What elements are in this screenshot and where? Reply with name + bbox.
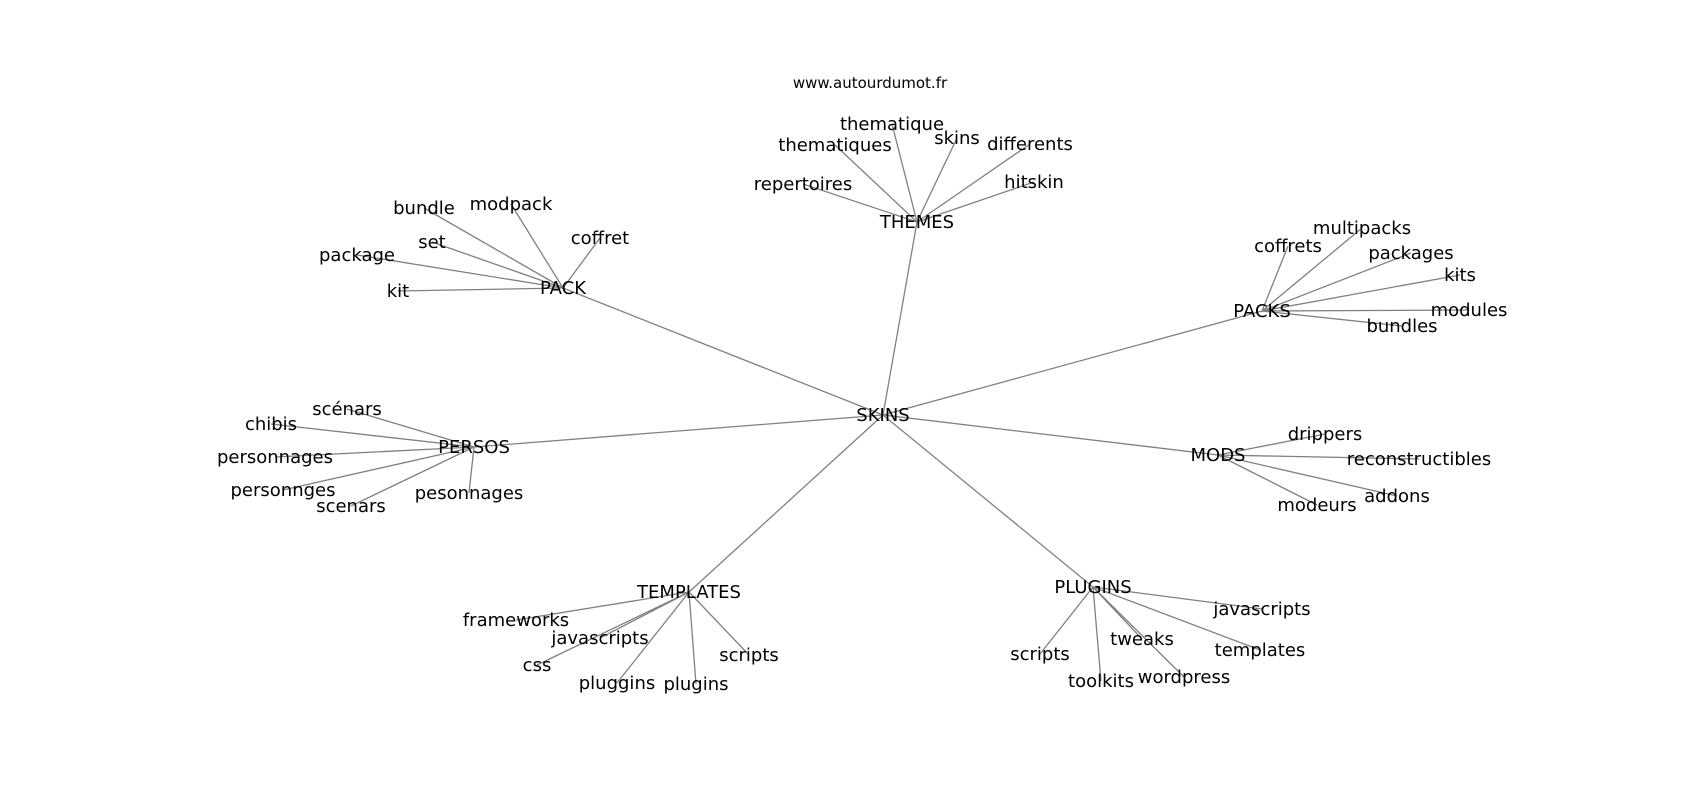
edge-templates-leaf (536, 591, 690, 666)
leaf-node: pesonnages (415, 483, 524, 504)
edge-persos-leaf (468, 446, 475, 494)
edge-plugins-leaf (1092, 586, 1185, 678)
edge-persos-leaf (282, 446, 475, 491)
leaf-node: modules (1431, 300, 1508, 321)
leaf-node: css (523, 655, 552, 676)
edge-packs-leaf (1261, 252, 1412, 312)
hub-node-persos: PERSOS (438, 437, 510, 458)
leaf-node: addons (1364, 486, 1430, 507)
edge-templates-leaf (515, 591, 690, 621)
root-node: SKINS (856, 405, 909, 426)
hub-node-templates: TEMPLATES (636, 582, 741, 603)
edge-plugins-leaf (1092, 586, 1261, 651)
edge-templates-leaf (688, 591, 750, 656)
leaf-node: pluggins (579, 673, 655, 694)
edge-persos-leaf (346, 408, 475, 448)
leaf-node: wordpress (1138, 667, 1231, 688)
edge-persos-leaf (274, 446, 475, 458)
hub-node-pack: PACK (540, 278, 587, 299)
edge-plugins-leaf (1092, 586, 1263, 610)
edge-root-themes (882, 221, 918, 416)
hub-node-plugins: PLUGINS (1054, 577, 1131, 598)
leaf-node: bundles (1366, 316, 1437, 337)
edge-templates-leaf (688, 591, 697, 685)
leaf-node: templates (1215, 640, 1306, 661)
leaf-node: repertoires (754, 174, 853, 195)
edge-pack-leaf (510, 203, 564, 289)
leaf-node: personnages (217, 447, 333, 468)
leaf-node: scénars (312, 399, 382, 420)
leaf-node: chibis (245, 414, 297, 435)
leaf-node: javascripts (1212, 599, 1310, 620)
edge-root-plugins (882, 414, 1094, 588)
edge-packs-leaf (1261, 274, 1461, 312)
leaf-node: bundle (393, 198, 455, 219)
hub-node-packs: PACKS (1233, 301, 1291, 322)
edge-layer (270, 123, 1470, 685)
leaf-node: javascripts (550, 628, 648, 649)
edge-root-pack (562, 287, 884, 416)
edge-packs-leaf (1261, 310, 1403, 327)
leaf-node: thematique (840, 114, 944, 135)
edge-pack-leaf (431, 241, 564, 289)
leaf-node: coffrets (1254, 236, 1322, 257)
edge-pack-leaf (356, 254, 564, 289)
leaf-node: hitskin (1004, 172, 1064, 193)
source-text: www.autourdumot.fr (793, 74, 948, 92)
leaf-node: packages (1368, 243, 1453, 264)
edge-themes-leaf (916, 137, 958, 223)
leaf-node: toolkits (1068, 671, 1134, 692)
edge-mods-leaf (1217, 454, 1318, 506)
edge-packs-leaf (1261, 227, 1363, 312)
edge-plugins-leaf (1039, 586, 1094, 655)
edge-mods-leaf (1217, 454, 1420, 460)
leaf-node: drippers (1288, 424, 1363, 445)
edge-pack-leaf (397, 287, 564, 292)
edge-pack-leaf (423, 207, 564, 289)
leaf-node: modpack (470, 194, 553, 215)
edge-root-persos (473, 414, 884, 448)
edge-pack-leaf (562, 237, 601, 289)
leaf-node: kit (387, 281, 409, 302)
edge-themes-leaf (802, 183, 918, 223)
edge-mods-leaf (1217, 433, 1326, 456)
leaf-node: tweaks (1110, 629, 1174, 650)
edge-themes-leaf (916, 143, 1031, 223)
edge-themes-leaf (891, 123, 918, 223)
leaf-node: differents (987, 134, 1073, 155)
hub-node-themes: THEMES (879, 212, 954, 233)
edge-themes-leaf (916, 181, 1035, 223)
edge-persos-leaf (350, 446, 475, 507)
leaf-node: multipacks (1313, 218, 1411, 239)
edge-packs-leaf (1261, 245, 1289, 312)
edge-mods-leaf (1217, 454, 1398, 497)
leaf-node: thematiques (778, 135, 891, 156)
leaf-node: package (319, 245, 395, 266)
edge-packs-leaf (1261, 309, 1470, 312)
leaf-node: scripts (719, 645, 779, 666)
edge-themes-leaf (834, 144, 918, 223)
edge-persos-leaf (270, 423, 475, 448)
leaf-node: frameworks (463, 610, 569, 631)
leaf-node: kits (1444, 265, 1476, 286)
leaf-node: plugins (663, 674, 728, 695)
edge-templates-leaf (616, 591, 690, 684)
leaf-node: skins (934, 128, 980, 149)
edge-root-templates (688, 414, 884, 593)
leaf-node: scripts (1010, 644, 1070, 665)
leaf-node: personnges (231, 480, 336, 501)
leaf-node: reconstructibles (1347, 449, 1491, 470)
edge-root-mods (882, 414, 1219, 456)
hub-node-mods: MODS (1191, 445, 1246, 466)
leaf-node: set (418, 232, 446, 253)
edge-root-packs (882, 310, 1263, 416)
leaf-node: modeurs (1277, 495, 1356, 516)
leaf-node: coffret (571, 228, 629, 249)
edge-plugins-leaf (1092, 586, 1102, 682)
leaf-node: scenars (316, 496, 386, 517)
